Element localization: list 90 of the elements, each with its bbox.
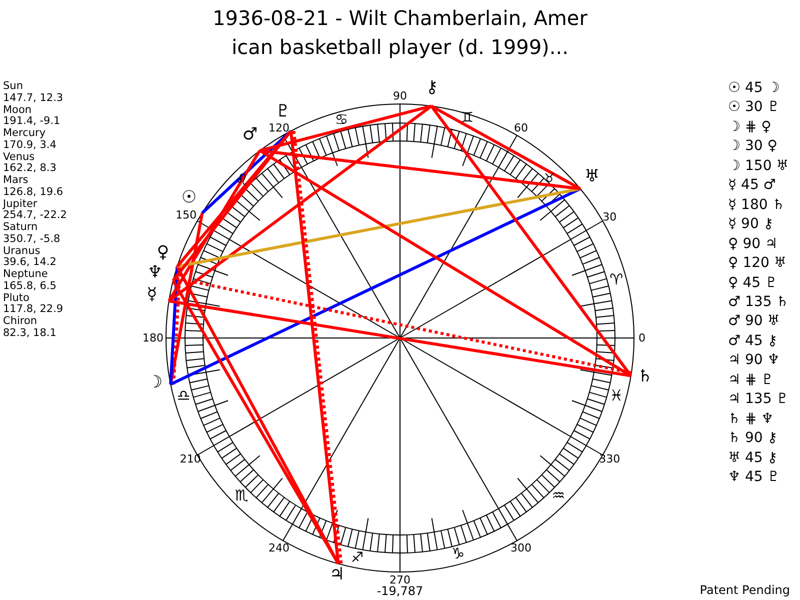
aspect-entry: ♂ 135 ♄ bbox=[728, 294, 789, 310]
planet-glyph: ☉ bbox=[181, 190, 197, 206]
aspect-line bbox=[430, 104, 582, 190]
zodiac-sign: ♒ bbox=[552, 488, 566, 504]
planet-name: Neptune bbox=[3, 269, 48, 280]
aspect-entry: ♂ 90 ♅ bbox=[728, 313, 780, 330]
position-values: 254.7, -22.2 bbox=[3, 210, 67, 222]
chart-title: 1936-08-21 - Wilt Chamberlain, American basketball player (d. 1999)... bbox=[212, 5, 588, 61]
aspect-entry: ♂ 45 ⚷ bbox=[728, 332, 778, 349]
aspect-line bbox=[430, 105, 632, 377]
degree-label: 300 bbox=[510, 542, 532, 554]
position-values: 170.9, 3.4 bbox=[3, 140, 56, 151]
planet-name: Pluto bbox=[3, 292, 30, 304]
planet-glyph: ♄ bbox=[637, 368, 653, 386]
aspect-entry: ♀ 120 ♅ bbox=[728, 255, 786, 272]
aspect-entry: ☿ 180 ♄ bbox=[728, 196, 785, 213]
aspect-entry: ☽ ⋕ ♀ bbox=[728, 118, 772, 135]
zodiac-sign: ♌ bbox=[234, 172, 248, 188]
aspect-entry: ☿ 45 ♂ bbox=[728, 177, 776, 194]
zodiac-sign: ♓ bbox=[610, 388, 624, 404]
position-values: 82.3, 18.1 bbox=[3, 328, 56, 339]
degree-label: 180 bbox=[142, 332, 164, 344]
planet-name: Saturn bbox=[3, 222, 38, 234]
degree-label: 0 bbox=[638, 332, 646, 344]
planet-glyph: ♃ bbox=[329, 566, 345, 584]
position-values: 350.7, -5.8 bbox=[3, 234, 60, 245]
zodiac-sign: ♈ bbox=[610, 272, 624, 288]
degree-label: 120 bbox=[268, 122, 290, 134]
aspect-entry: ♃ 135 ♇ bbox=[728, 391, 789, 408]
position-values: 147.7, 12.3 bbox=[3, 92, 64, 104]
planet-name: Jupiter bbox=[3, 198, 38, 210]
degree-label: 150 bbox=[176, 209, 197, 220]
position-values: 117.8, 22.9 bbox=[3, 304, 64, 316]
aspect-entry: ♀ 45 ♇ bbox=[728, 274, 778, 290]
aspect-entry: ♀ 90 ♃ bbox=[728, 236, 778, 252]
position-values: 165.8, 6.5 bbox=[3, 280, 56, 292]
aspect-entry: ☉ 30 ♇ bbox=[728, 99, 780, 116]
planet-glyph: ♆ bbox=[147, 264, 163, 282]
aspect-line bbox=[169, 266, 179, 384]
aspect-line bbox=[259, 149, 632, 378]
aspect-entry: ♆ 45 ♇ bbox=[728, 469, 780, 485]
chart-value: -19,787 bbox=[376, 585, 424, 597]
zodiac-sign: ♎ bbox=[176, 388, 190, 404]
aspect-line bbox=[259, 104, 432, 152]
zodiac-sign: ♏ bbox=[234, 488, 248, 504]
aspect-entry: ☿ 90 ⚷ bbox=[728, 216, 774, 232]
planet-glyph: ♀ bbox=[156, 244, 170, 262]
aspect-line bbox=[176, 187, 581, 268]
zodiac-sign: ♐ bbox=[350, 550, 364, 565]
planet-name: Moon bbox=[3, 104, 32, 116]
aspect-entry: ♄ 90 ⚷ bbox=[728, 430, 778, 446]
aspect-entry: ☽ 150 ♅ bbox=[728, 158, 789, 174]
patent-notice: Patent Pending bbox=[700, 584, 790, 596]
position-values: 191.4, -9.1 bbox=[3, 116, 60, 128]
degree-label: 90 bbox=[393, 90, 407, 102]
degree-label: 210 bbox=[180, 454, 201, 464]
position-values: 39.6, 14.2 bbox=[3, 257, 56, 268]
planet-name: Chiron bbox=[3, 316, 38, 327]
planet-glyph: ♂ bbox=[242, 126, 258, 144]
aspect-line bbox=[174, 276, 632, 374]
zodiac-sign: ♉ bbox=[544, 172, 555, 184]
zodiac-sign: ♑ bbox=[451, 546, 465, 562]
aspect-entry: ♃ 90 ♆ bbox=[728, 352, 780, 368]
aspect-line bbox=[168, 300, 632, 378]
aspect-entry: ♃ ⋕ ♇ bbox=[728, 372, 774, 388]
zodiac-sign: ♋ bbox=[334, 112, 348, 128]
aspect-line bbox=[172, 266, 182, 384]
planet-glyph: ♅ bbox=[584, 168, 600, 186]
planet-name: Sun bbox=[3, 81, 23, 92]
degree-label: 60 bbox=[514, 122, 528, 134]
aspect-entry: ♅ 45 ⚷ bbox=[728, 450, 778, 466]
planet-glyph: ♇ bbox=[275, 104, 291, 120]
planet-glyph: ⚷ bbox=[426, 80, 438, 96]
planet-glyph: ☿ bbox=[146, 286, 158, 304]
position-values: 126.8, 19.6 bbox=[3, 186, 64, 198]
planet-name: Venus bbox=[3, 152, 35, 163]
aspect-entry: ☽ 30 ♀ bbox=[728, 138, 778, 154]
aspect-line bbox=[168, 150, 262, 302]
degree-label: 330 bbox=[599, 454, 620, 464]
planet-glyph: ☽ bbox=[147, 374, 163, 392]
aspect-line bbox=[260, 149, 580, 190]
degree-label: 30 bbox=[602, 212, 617, 222]
aspect-entry: ♄ ⋕ ♆ bbox=[728, 410, 774, 427]
position-values: 162.2, 8.3 bbox=[3, 163, 56, 174]
degree-label: 240 bbox=[268, 542, 290, 554]
aspect-entry: ☉ 45 ☽ bbox=[728, 80, 780, 96]
planet-name: Mars bbox=[3, 175, 28, 186]
planet-name: Mercury bbox=[3, 128, 46, 140]
planet-name: Uranus bbox=[3, 246, 40, 257]
degree-label: 270 bbox=[390, 574, 410, 586]
